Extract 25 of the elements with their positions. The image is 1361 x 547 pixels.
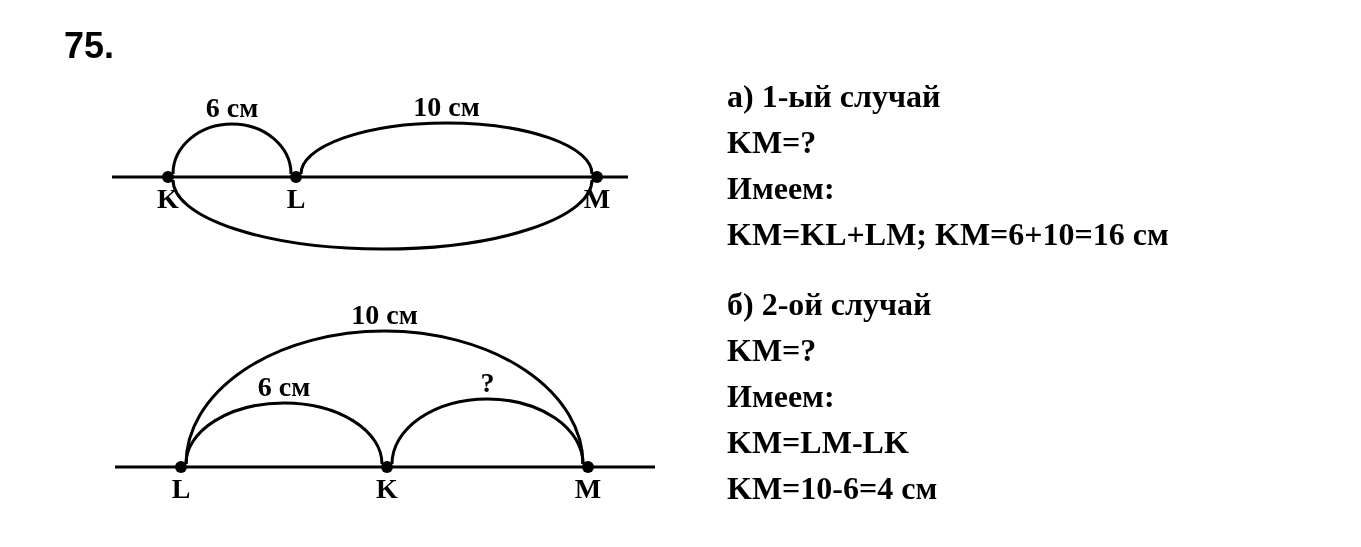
arc — [184, 401, 384, 465]
edge-label: ? — [480, 368, 495, 398]
solution-line: KM=10-6=4 см — [727, 470, 938, 506]
edge-label: 6 см — [205, 93, 259, 123]
solution-line: а) 1-ый случай — [727, 78, 941, 114]
solution-line: KM=LM-LK — [727, 424, 909, 460]
point-label: L — [285, 183, 307, 215]
arc — [171, 179, 594, 251]
solution-line: Имеем: — [727, 378, 835, 414]
problem-number: 75. — [64, 28, 115, 64]
edge-label: 10 см — [351, 300, 418, 330]
point-label: M — [573, 473, 603, 505]
point-label: L — [170, 473, 192, 505]
arc — [299, 121, 594, 175]
edge-label: 6 см — [257, 372, 311, 402]
edge-label: 10 см — [413, 92, 480, 122]
solution-line: KM=? — [727, 332, 817, 368]
point-label: K — [156, 183, 180, 215]
solution-line: KM=KL+LM; KM=6+10=16 см — [727, 216, 1169, 252]
solution-line: KM=? — [727, 124, 817, 160]
solution-line: Имеем: — [727, 170, 835, 206]
solution-line: б) 2-ой случай — [727, 286, 932, 322]
arc — [390, 397, 585, 465]
point-label: K — [375, 473, 399, 505]
arc — [171, 122, 293, 175]
